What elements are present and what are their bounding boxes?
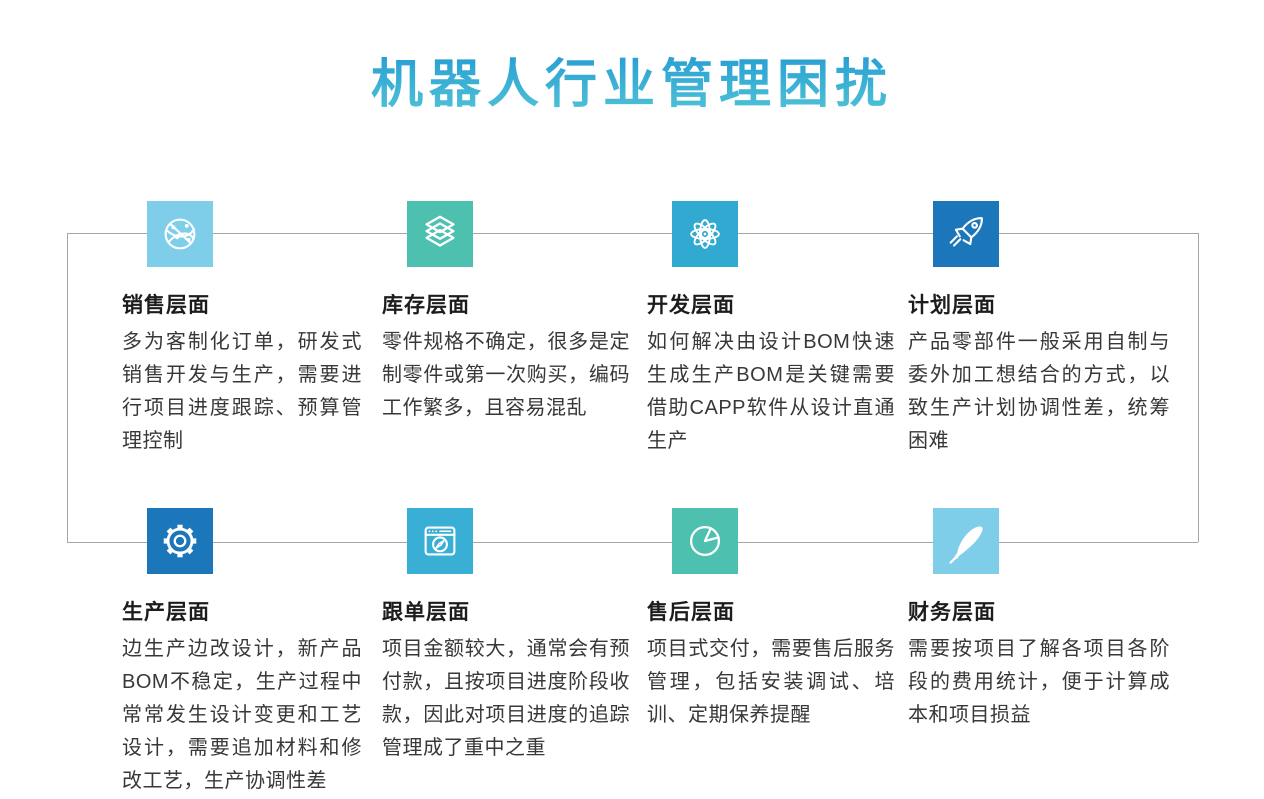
section-body: 产品零部件一般采用自制与委外加工想结合的方式，以致生产计划协调性差，统筹困难 — [908, 331, 1170, 452]
browser-compass-icon — [424, 526, 456, 556]
connector-line-row2 — [67, 542, 1198, 543]
section-body: 如何解决由设计BOM快速生成生产BOM是关键需要借助CAPP软件从设计直通生产 — [647, 331, 895, 452]
layers-icon — [425, 215, 455, 247]
inventory-icon-box — [407, 201, 473, 267]
section-planning: 计划层面 产品零部件一般采用自制与委外加工想结合的方式，以致生产计划协调性差，统… — [908, 201, 1170, 458]
section-body: 零件规格不确定，很多是定制零件或第一次购买，编码工作繁多，且容易混乱 — [382, 331, 630, 419]
sales-icon-box — [147, 201, 213, 267]
section-body: 需要按项目了解各项目各阶段的费用统计，便于计算成本和项目损益 — [908, 638, 1170, 726]
gear-icon — [163, 524, 197, 558]
section-body: 边生产边改设计，新产品BOM不稳定，生产过程中常常发生设计变更和工艺设计，需要追… — [122, 638, 362, 792]
page-title: 机器人行业管理困扰 — [0, 42, 1264, 117]
section-heading: 售后层面 — [647, 601, 735, 624]
section-heading: 开发层面 — [647, 294, 735, 317]
section-heading: 财务层面 — [908, 601, 996, 624]
connector-line-row1 — [67, 233, 1198, 234]
section-body: 多为客制化订单，研发式销售开发与生产，需要进行项目进度跟踪、预算管理控制 — [122, 331, 362, 452]
finance-icon-box — [933, 508, 999, 574]
section-heading: 跟单层面 — [382, 601, 470, 624]
atom-icon — [690, 219, 720, 249]
after-sales-icon-box — [672, 508, 738, 574]
rocket-icon — [949, 217, 983, 247]
development-icon-box — [672, 201, 738, 267]
section-body: 项目金额较大，通常会有预付款，且按项目进度阶段收款，因此对项目进度的追踪管理成了… — [382, 638, 630, 759]
globe-network-icon — [164, 218, 196, 250]
section-order-tracking: 跟单层面 项目金额较大，通常会有预付款，且按项目进度阶段收款，因此对项目进度的追… — [382, 508, 630, 765]
section-sales: 销售层面 多为客制化订单，研发式销售开发与生产，需要进行项目进度跟踪、预算管理控… — [122, 201, 362, 458]
section-heading: 生产层面 — [122, 601, 210, 624]
order-tracking-icon-box — [407, 508, 473, 574]
production-icon-box — [147, 508, 213, 574]
feather-icon — [949, 526, 983, 564]
section-heading: 销售层面 — [122, 294, 210, 317]
section-finance: 财务层面 需要按项目了解各项目各阶段的费用统计，便于计算成本和项目损益 — [908, 508, 1170, 732]
connector-line-right — [1198, 233, 1199, 542]
connector-line-left — [67, 233, 68, 542]
section-development: 开发层面 如何解决由设计BOM快速生成生产BOM是关键需要借助CAPP软件从设计… — [647, 201, 895, 458]
section-body: 项目式交付，需要售后服务管理，包括安装调试、培训、定期保养提醒 — [647, 638, 895, 726]
section-after-sales: 售后层面 项目式交付，需要售后服务管理，包括安装调试、培训、定期保养提醒 — [647, 508, 895, 732]
section-inventory: 库存层面 零件规格不确定，很多是定制零件或第一次购买，编码工作繁多，且容易混乱 — [382, 201, 630, 425]
section-production: 生产层面 边生产边改设计，新产品BOM不稳定，生产过程中常常发生设计变更和工艺设… — [122, 508, 362, 798]
pie-chart-icon — [689, 525, 721, 557]
section-heading: 库存层面 — [382, 294, 470, 317]
section-heading: 计划层面 — [908, 294, 996, 317]
planning-icon-box — [933, 201, 999, 267]
